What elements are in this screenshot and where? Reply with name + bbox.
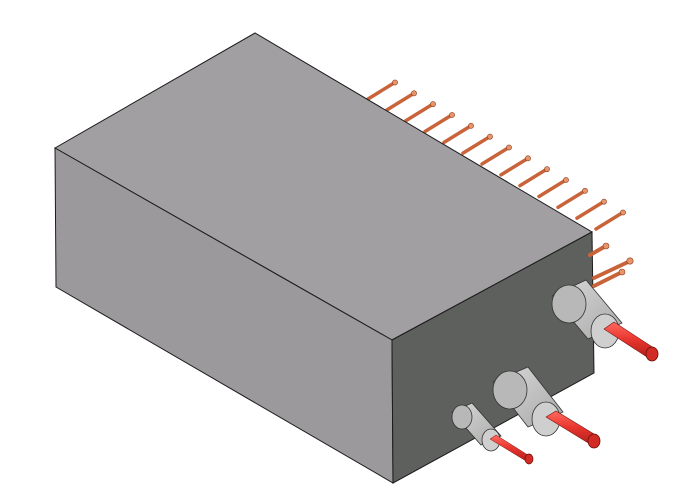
- copper-pin-tip: [506, 144, 512, 151]
- copper-pin-tip: [411, 90, 417, 97]
- copper-pin: [366, 81, 396, 101]
- copper-pin-row: [366, 79, 626, 231]
- copper-pin: [461, 135, 491, 155]
- side-pins: [588, 242, 634, 288]
- copper-pin-tip: [430, 101, 436, 108]
- copper-pin: [442, 124, 472, 145]
- copper-pin: [404, 102, 434, 123]
- copper-pin: [556, 189, 586, 210]
- copper-pin: [480, 146, 510, 166]
- copper-pin: [518, 167, 548, 188]
- copper-pin: [385, 92, 415, 112]
- copper-pin: [575, 200, 605, 220]
- copper-pin-tip: [563, 177, 569, 183]
- copper-pin-tip: [582, 187, 588, 194]
- copper-pin-tip: [620, 209, 626, 216]
- copper-pin: [423, 113, 453, 134]
- copper-pin: [499, 157, 529, 177]
- copper-pin-tip: [449, 112, 455, 118]
- block-right-face: [391, 231, 595, 484]
- small-connector: [451, 402, 534, 465]
- copper-pin-tip: [525, 155, 531, 162]
- large-lower-connector: [492, 366, 601, 449]
- copper-pin: [537, 178, 567, 199]
- copper-pin-tip: [468, 122, 474, 129]
- copper-pin-tip: [487, 133, 493, 140]
- large-upper-connector: [551, 279, 659, 362]
- copper-pin-tip: [392, 79, 398, 86]
- copper-pin: [594, 211, 624, 231]
- copper-pin-tip: [544, 166, 550, 173]
- copper-pin-tip: [601, 198, 607, 205]
